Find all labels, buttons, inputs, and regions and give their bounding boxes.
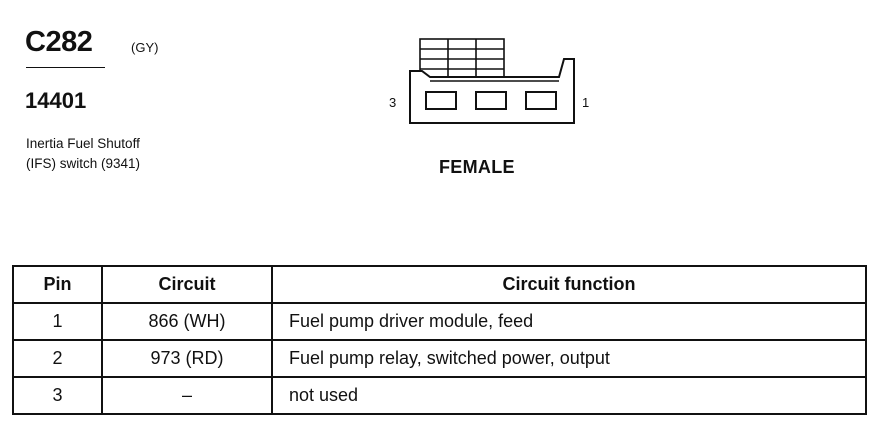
pin-cell: 1 <box>12 302 103 341</box>
cavity-pin-2 <box>475 91 507 110</box>
function-cell: Fuel pump driver module, feed <box>271 302 867 341</box>
table-row: 1 866 (WH) Fuel pump driver module, feed <box>12 302 867 341</box>
connector-id: C282 <box>25 26 93 58</box>
connector-latch <box>419 38 505 80</box>
pin-label-right: 1 <box>582 95 590 110</box>
header-circuit: Circuit <box>101 265 273 304</box>
table-header-row: Pin Circuit Circuit function <box>12 265 867 304</box>
color-code: (GY) <box>131 40 159 55</box>
component-description-line-1: Inertia Fuel Shutoff <box>26 136 140 151</box>
part-number: 14401 <box>25 88 87 113</box>
table-row: 2 973 (RD) Fuel pump relay, switched pow… <box>12 339 867 378</box>
cavity-pin-3 <box>425 91 457 110</box>
component-description-line-2: (IFS) switch (9341) <box>26 156 141 171</box>
pin-label-left: 3 <box>389 95 397 110</box>
connector-id-underline <box>26 67 105 68</box>
circuit-cell: 973 (RD) <box>101 339 273 378</box>
circuit-cell: 866 (WH) <box>101 302 273 341</box>
terminal-cavities <box>425 91 557 110</box>
header-function: Circuit function <box>271 265 867 304</box>
cavity-pin-1 <box>525 91 557 110</box>
function-cell: not used <box>271 376 867 415</box>
pin-cell: 2 <box>12 339 103 378</box>
connector-gender: FEMALE <box>439 157 515 177</box>
function-cell: Fuel pump relay, switched power, output <box>271 339 867 378</box>
connector-face-diagram <box>409 38 575 124</box>
pinout-table: Pin Circuit Circuit function 1 866 (WH) … <box>12 265 867 415</box>
header-pin: Pin <box>12 265 103 304</box>
circuit-cell: – <box>101 376 273 415</box>
table-row: 3 – not used <box>12 376 867 415</box>
pin-cell: 3 <box>12 376 103 415</box>
